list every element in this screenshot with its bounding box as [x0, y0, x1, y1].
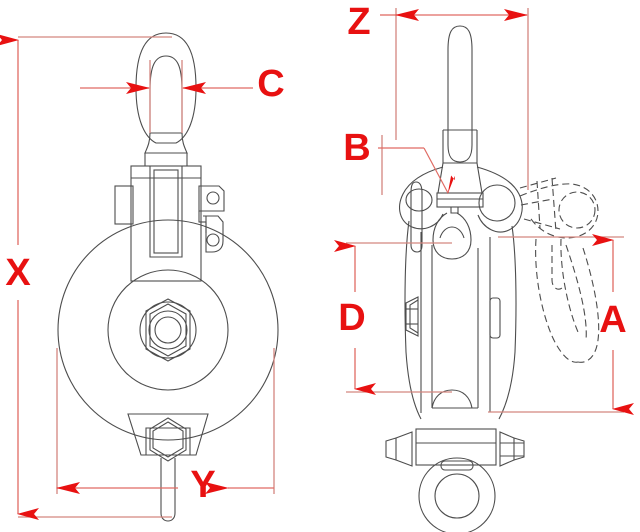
dimension-label-a: A: [599, 299, 626, 341]
dimension-label-x: X: [5, 252, 31, 294]
side-view: [385, 25, 600, 532]
dimension-x: X: [0, 34, 172, 520]
dimension-label-z: Z: [347, 1, 370, 43]
dimension-label-y: Y: [190, 464, 215, 506]
side-body-plate-left: [404, 220, 433, 420]
left-lug: [114, 185, 134, 225]
side-shackle-eye: [418, 457, 496, 532]
bottom-shackle-bracket: [127, 413, 209, 522]
side-bolt-left: [405, 296, 419, 337]
side-hub: [432, 212, 472, 260]
side-plate-right: [476, 166, 523, 233]
dimension-d: D: [334, 240, 452, 395]
dimension-y: Y: [56, 348, 275, 506]
dimension-b: B: [343, 127, 455, 195]
dimension-a: A: [488, 234, 634, 415]
side-shackle-bar: [385, 428, 525, 471]
side-plate-open-dashed: [519, 177, 600, 363]
front-view: [57, 32, 279, 522]
side-boss-right: [489, 297, 501, 339]
side-plate-left: [399, 166, 444, 253]
dimension-c: C: [80, 60, 285, 133]
side-centre-web: [431, 389, 478, 409]
dimension-label-c: C: [257, 63, 284, 105]
dimension-label-b: B: [343, 127, 370, 169]
dimension-z: Z: [347, 1, 529, 190]
dimension-label-d: D: [338, 297, 365, 339]
sheave-wheel: [57, 219, 279, 441]
